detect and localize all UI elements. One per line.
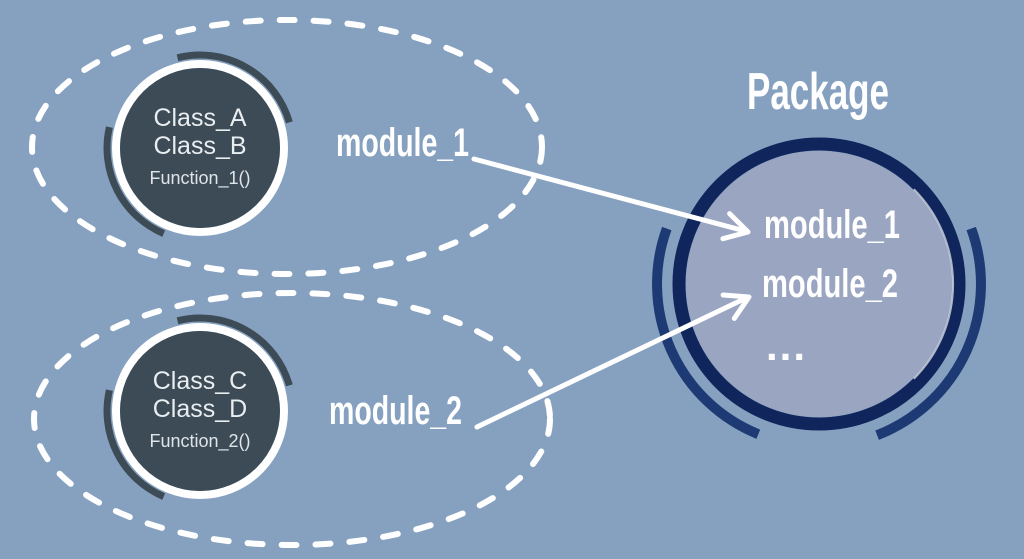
package-more-indicator: ...: [766, 322, 807, 369]
module-1-arrow-shaft: [471, 156, 748, 234]
dashed-ellipse-module-2: [31, 290, 553, 548]
module-1-cluster: Class_A Class_B Function_1() module_1: [29, 17, 545, 277]
module-2-arrow-shaft: [474, 295, 749, 430]
package-circle: [686, 151, 952, 417]
module-1-arrowhead: [720, 211, 751, 242]
module-2-cluster-label: module_2: [329, 389, 462, 433]
package-inner-highlight-arc: [913, 188, 955, 380]
class-circle-2-accent-arc-top: [176, 314, 293, 387]
module-2-cluster: Class_C Class_D Function_2() module_2: [31, 290, 553, 548]
package-group: Package module_1 module_2 ...: [652, 63, 986, 440]
function-1-label: Function_1(): [149, 168, 250, 189]
class-circle-1-ring: [112, 60, 288, 236]
package-accent-arc-right: [875, 226, 986, 440]
class-a-label: Class_A: [153, 104, 246, 132]
class-circle-1-accent-arc-left: [103, 126, 166, 237]
class-circle-1: [120, 68, 280, 228]
class-circle-2-ring: [112, 323, 288, 499]
arrows: [471, 156, 752, 430]
class-circle-2: [120, 331, 280, 491]
dashed-ellipse-module-1: [29, 17, 545, 277]
module-1-cluster-label: module_1: [336, 121, 469, 165]
class-circle-2-accent-arc-left: [103, 389, 166, 500]
module-2-arrowhead: [720, 292, 752, 321]
package-module-1-label: module_1: [764, 203, 900, 247]
class-b-label: Class_B: [153, 132, 246, 160]
package-accent-arc-left: [652, 226, 761, 439]
package-title: Package: [747, 63, 889, 121]
class-c-label: Class_C: [153, 367, 247, 395]
class-d-label: Class_D: [153, 395, 247, 423]
function-2-label: Function_2(): [149, 431, 250, 452]
package-module-2-label: module_2: [762, 262, 898, 306]
class-circle-1-accent-arc-top: [176, 51, 293, 124]
package-circle-ring: [672, 137, 966, 431]
